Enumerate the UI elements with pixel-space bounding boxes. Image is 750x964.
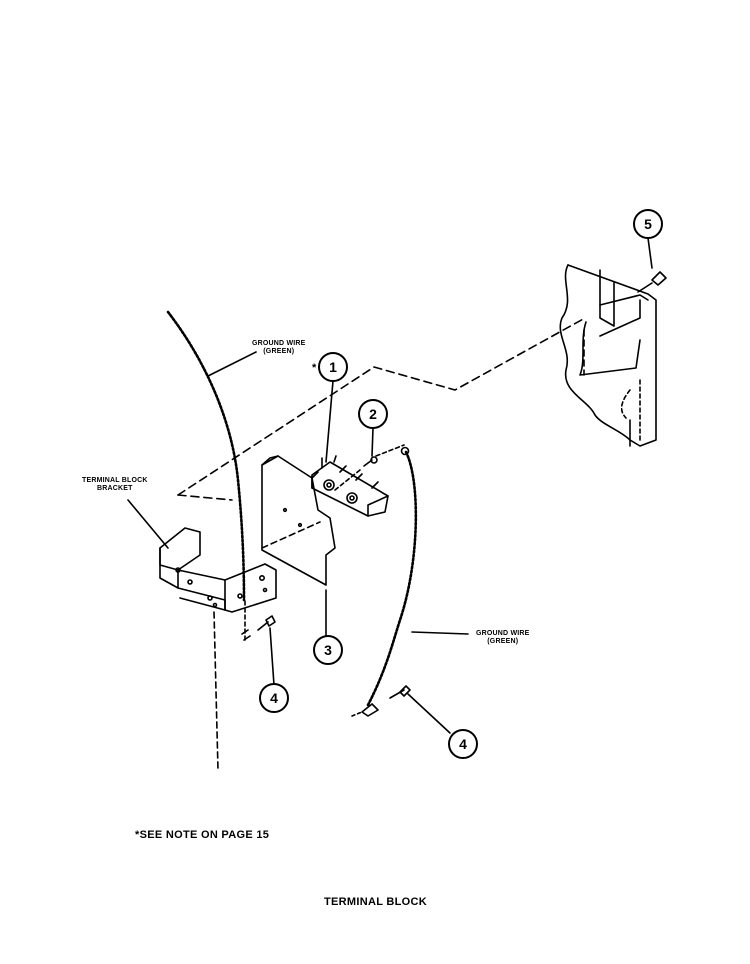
callout-5: 5 — [633, 209, 663, 239]
ground-wire-lower-line2: (GREEN) — [487, 638, 519, 645]
bracket-label-line1: TERMINAL BLOCK — [82, 477, 148, 484]
asterisk-mark: * — [312, 362, 317, 374]
ground-wire-label-lower: GROUND WIRE (GREEN) — [476, 630, 530, 646]
assembly-line-vertical — [213, 611, 219, 771]
callout-1: 1 — [318, 352, 348, 382]
ground-wire-label-upper: GROUND WIRE (GREEN) — [252, 340, 306, 356]
ground-wire-upper-line2: (GREEN) — [263, 348, 295, 355]
ground-wire-upper-line1: GROUND WIRE — [252, 340, 306, 347]
bracket-label-line2: BRACKET — [97, 485, 133, 492]
screw-item-4-right — [389, 685, 411, 699]
diagram-title: TERMINAL BLOCK — [324, 896, 427, 908]
terminal-block-bracket-label: TERMINAL BLOCK BRACKET — [82, 477, 148, 493]
callout-4-left: 4 — [259, 683, 289, 713]
callout-2: 2 — [358, 399, 388, 429]
ground-wire-lower-line1: GROUND WIRE — [476, 630, 530, 637]
mounting-plate — [261, 455, 336, 586]
page-note: *SEE NOTE ON PAGE 15 — [135, 829, 270, 841]
assembly-path — [177, 317, 586, 496]
screw-item-5 — [637, 271, 667, 293]
terminal-block-bracket — [159, 527, 277, 613]
callout-4-right: 4 — [448, 729, 478, 759]
ground-wire-lower — [366, 450, 418, 707]
cabinet-section — [559, 264, 657, 447]
ground-wire-upper — [166, 310, 246, 602]
screw-item-2 — [363, 456, 378, 467]
screw-item-4-left — [241, 615, 276, 641]
terminal-block — [311, 455, 389, 517]
callout-3: 3 — [313, 635, 343, 665]
